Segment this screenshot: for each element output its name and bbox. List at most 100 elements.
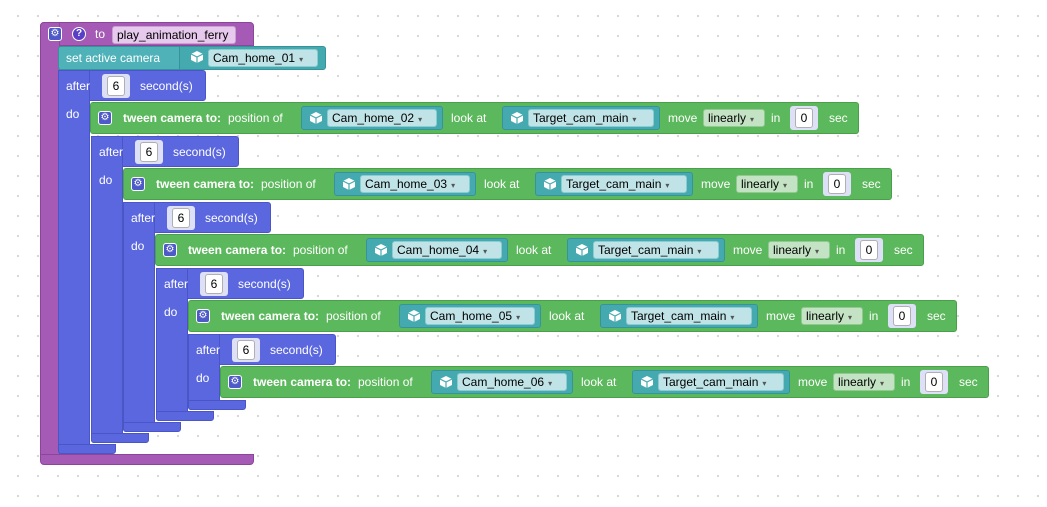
dropdown-arrow-icon: ▾ (418, 115, 423, 124)
duration-input[interactable]: 0 (828, 174, 846, 194)
cube-icon (575, 243, 589, 257)
move-label: move (798, 375, 828, 389)
seconds-label: second(s) (140, 79, 193, 93)
easing-dropdown-value: linearly (773, 243, 812, 257)
position-dropdown-value: Cam_home_03 (365, 177, 448, 191)
move-label: move (701, 177, 731, 191)
easing-dropdown[interactable]: linearly▾ (736, 175, 798, 193)
target-dropdown[interactable]: Target_cam_main▾ (561, 175, 687, 193)
cube-icon (190, 50, 204, 64)
wait-block-footer (188, 400, 246, 410)
cube-icon (439, 375, 453, 389)
duration-input[interactable]: 0 (795, 108, 813, 128)
easing-dropdown-value: linearly (741, 177, 780, 191)
target-dropdown[interactable]: Target_cam_main▾ (593, 241, 719, 259)
easing-dropdown[interactable]: linearly▾ (703, 109, 765, 127)
dropdown-arrow-icon: ▾ (750, 115, 755, 124)
seconds-input[interactable]: 6 (172, 208, 190, 228)
easing-dropdown[interactable]: linearly▾ (833, 373, 895, 391)
wait-after-label: after (99, 145, 124, 159)
target-dropdown[interactable]: Target_cam_main▾ (658, 373, 784, 391)
wait-block-spine (156, 268, 188, 421)
cube-icon (510, 111, 524, 125)
target-dropdown-value: Target_cam_main (533, 111, 629, 125)
gear-icon[interactable]: ⚙ (196, 309, 210, 323)
tween-label: tween camera to: (221, 309, 320, 323)
cube-icon (543, 177, 557, 191)
help-icon[interactable]: ? (72, 27, 86, 41)
position-dropdown[interactable]: Cam_home_05▾ (425, 307, 535, 325)
position-dropdown-value: Cam_home_06 (462, 375, 545, 389)
in-label: in (836, 243, 846, 257)
position-dropdown[interactable]: Cam_home_04▾ (392, 241, 502, 259)
position-of-label: position of (261, 177, 316, 191)
wait-do-label: do (196, 371, 210, 385)
move-label: move (766, 309, 796, 323)
duration-input[interactable]: 0 (860, 240, 878, 260)
in-label: in (901, 375, 911, 389)
seconds-input[interactable]: 6 (237, 340, 255, 360)
wait-block-spine (123, 202, 155, 432)
duration-input[interactable]: 0 (925, 372, 943, 392)
look-at-label: look at (581, 375, 617, 389)
dropdown-arrow-icon: ▾ (632, 115, 637, 124)
target-dropdown[interactable]: Target_cam_main▾ (528, 109, 654, 127)
seconds-input[interactable]: 6 (140, 142, 158, 162)
wait-do-label: do (131, 239, 145, 253)
sec-label: sec (959, 375, 978, 389)
position-of-label: position of (358, 375, 413, 389)
position-of-label: position of (293, 243, 348, 257)
procedure-name-field[interactable]: play_animation_ferry (112, 26, 236, 44)
wait-after-label: after (164, 277, 189, 291)
sec-label: sec (927, 309, 946, 323)
dropdown-arrow-icon: ▾ (483, 247, 488, 256)
easing-dropdown[interactable]: linearly▾ (801, 307, 863, 325)
wait-block-footer (123, 422, 181, 432)
wait-block-footer (156, 411, 214, 421)
seconds-label: second(s) (238, 277, 291, 291)
wait-block-footer (58, 444, 116, 454)
dropdown-arrow-icon: ▾ (516, 313, 521, 322)
position-dropdown[interactable]: Cam_home_03▾ (360, 175, 470, 193)
wait-block-spine (58, 70, 90, 454)
duration-input[interactable]: 0 (893, 306, 911, 326)
seconds-label: second(s) (205, 211, 258, 225)
look-at-label: look at (484, 177, 520, 191)
look-at-label: look at (549, 309, 585, 323)
gear-icon[interactable]: ⚙ (228, 375, 242, 389)
procedure-footer (40, 454, 254, 465)
position-dropdown-value: Cam_home_02 (332, 111, 415, 125)
gear-icon[interactable]: ⚙ (48, 27, 62, 41)
position-of-label: position of (228, 111, 283, 125)
target-dropdown-value: Target_cam_main (598, 243, 694, 257)
easing-dropdown-value: linearly (838, 375, 877, 389)
tween-label: tween camera to: (156, 177, 255, 191)
dropdown-arrow-icon: ▾ (848, 313, 853, 322)
look-at-label: look at (516, 243, 552, 257)
dropdown-arrow-icon: ▾ (697, 247, 702, 256)
move-label: move (733, 243, 763, 257)
seconds-input[interactable]: 6 (107, 76, 125, 96)
seconds-input[interactable]: 6 (205, 274, 223, 294)
position-dropdown[interactable]: Cam_home_06▾ (457, 373, 567, 391)
position-dropdown[interactable]: Cam_home_02▾ (327, 109, 437, 127)
procedure-body-spine (40, 22, 60, 463)
easing-dropdown[interactable]: linearly▾ (768, 241, 830, 259)
in-label: in (771, 111, 781, 125)
wait-after-label: after (131, 211, 156, 225)
dropdown-arrow-icon: ▾ (815, 247, 820, 256)
camera-dropdown[interactable]: Cam_home_01▾ (208, 49, 318, 67)
gear-icon[interactable]: ⚙ (163, 243, 177, 257)
procedure-keyword: to (95, 27, 106, 41)
position-of-label: position of (326, 309, 381, 323)
gear-icon[interactable]: ⚙ (98, 111, 112, 125)
target-dropdown[interactable]: Target_cam_main▾ (626, 307, 752, 325)
tween-label: tween camera to: (188, 243, 287, 257)
dropdown-arrow-icon: ▾ (783, 181, 788, 190)
in-label: in (869, 309, 879, 323)
wait-do-label: do (99, 173, 113, 187)
gear-icon[interactable]: ⚙ (131, 177, 145, 191)
wait-do-label: do (164, 305, 178, 319)
cube-icon (374, 243, 388, 257)
in-label: in (804, 177, 814, 191)
